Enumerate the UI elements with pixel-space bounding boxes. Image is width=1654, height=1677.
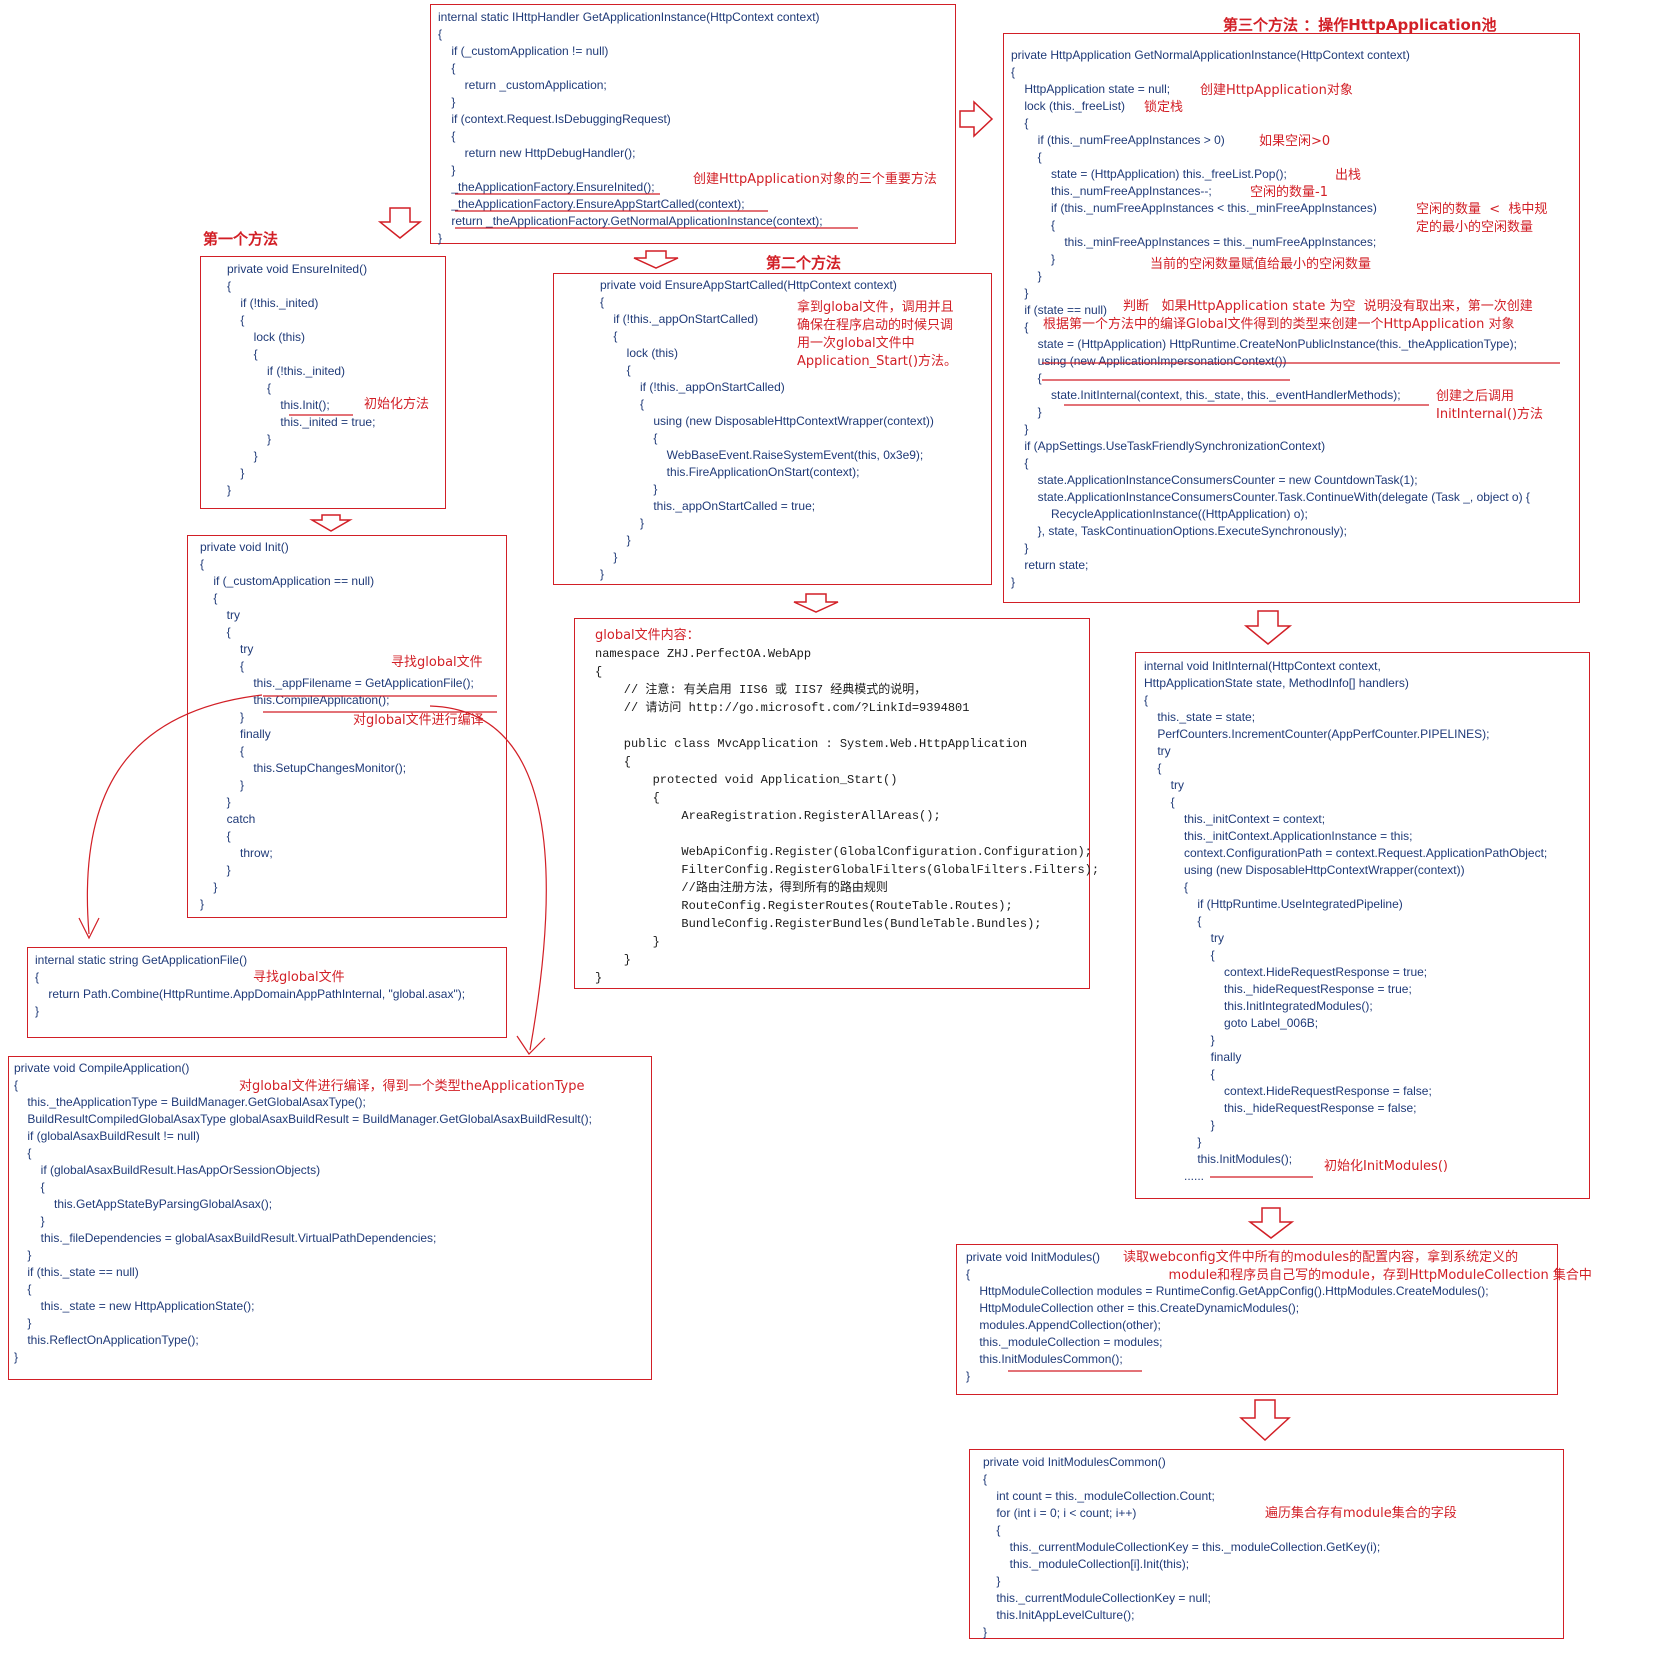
code-ensure-app-start-called: private void EnsureAppStartCalled(HttpCo…: [600, 278, 934, 581]
arrow-right-to-get-normal-instance: [959, 100, 994, 138]
arrow-down-to-ensure-inited: [377, 207, 423, 239]
code-ensure-inited: private void EnsureInited() { if (!this.…: [227, 262, 376, 497]
arrow-down-to-init-modules-common: [1239, 1399, 1291, 1442]
note-create-app: 创建HttpApplication对象: [1200, 83, 1353, 98]
block-compile-application: private void CompileApplication() { this…: [8, 1056, 652, 1380]
code-init-modules: private void InitModules() { HttpModuleC…: [966, 1250, 1489, 1383]
block-init-modules: private void InitModules() { HttpModuleC…: [956, 1244, 1592, 1395]
block-global-file-content: global文件内容： namespace ZHJ.PerfectOA.WebA…: [574, 618, 1099, 989]
note-assign-min: 当前的空闲数量赋值给最小的空闲数量: [1150, 257, 1372, 272]
note-decrement: 空闲的数量-1: [1250, 185, 1328, 200]
code-get-application-file: internal static string GetApplicationFil…: [35, 953, 466, 1018]
heading-first-method: 第一个方法: [203, 230, 279, 248]
arrow-down-to-init-modules: [1247, 1207, 1295, 1239]
code-get-normal-application-instance: private HttpApplication GetNormalApplica…: [1011, 48, 1530, 589]
note-judge-null: 判断 如果HttpApplication state 为空 说明没有取出来，第一…: [1123, 299, 1533, 314]
note-compile-global: 对global文件进行编译: [353, 713, 484, 728]
block-init-modules-common: private void InitModulesCommon() { int c…: [969, 1449, 1564, 1639]
note-create-by-type: 根据第一个方法中的编译Global文件得到的类型来创建一个HttpApplica…: [1043, 317, 1515, 332]
note-iterate-modules: 遍历集合存有module集合的字段: [1265, 1506, 1457, 1521]
arrow-down-to-init: [309, 514, 353, 532]
block-get-application-file: internal static string GetApplicationFil…: [27, 947, 507, 1038]
code-init-internal: internal void InitInternal(HttpContext c…: [1144, 659, 1548, 1183]
note-init-modules: 初始化InitModules(): [1324, 1159, 1448, 1174]
heading-third-method: 第三个方法 ：操作HttpApplication池: [1223, 16, 1497, 34]
heading-second-method: 第二个方法: [766, 254, 842, 272]
block-ensure-inited: private void EnsureInited() { if (!this.…: [200, 256, 446, 509]
arrow-down-to-global-content: [793, 593, 839, 613]
code-get-application-instance: internal static IHttpHandler GetApplicat…: [438, 10, 823, 245]
block-ensure-app-start-called: private void EnsureAppStartCalled(HttpCo…: [553, 273, 992, 585]
note-app-start: 拿到global文件，调用并且 确保在程序启动的时候只调 用一次global文件…: [797, 300, 958, 369]
note-call-init-internal: 创建之后调用 InitInternal()方法: [1436, 389, 1544, 422]
note-lock-stack: 锁定栈: [1144, 100, 1184, 115]
global-file-title: global文件内容：: [595, 628, 700, 643]
note-compare-min: 空闲的数量 < 栈中规 定的最小的空闲数量: [1416, 202, 1548, 235]
note-pop: 出栈: [1335, 168, 1362, 183]
note-read-webconfig: 读取webconfig文件中所有的modules的配置内容，拿到系统定义的 mo…: [1123, 1250, 1592, 1283]
note-find-global: 寻找global文件: [391, 655, 483, 670]
connector-arrowhead-compile-application: [516, 1035, 546, 1055]
block-init: private void Init() { if (_customApplica…: [187, 535, 507, 918]
arrow-down-to-init-internal: [1243, 610, 1293, 645]
note-compile-type: 对global文件进行编译，得到一个类型theApplicationType: [239, 1079, 585, 1094]
code-global-file: namespace ZHJ.PerfectOA.WebApp { // 注意: …: [595, 647, 1100, 985]
block-init-internal: internal void InitInternal(HttpContext c…: [1135, 652, 1590, 1199]
block-get-application-instance: internal static IHttpHandler GetApplicat…: [430, 4, 956, 245]
connector-arrowhead-get-application-file: [78, 917, 100, 940]
note-three-methods: 创建HttpApplication对象的三个重要方法: [693, 172, 937, 187]
code-init-modules-common: private void InitModulesCommon() { int c…: [983, 1455, 1381, 1639]
note-init-method: 初始化方法: [364, 397, 430, 412]
note-find-global-file: 寻找global文件: [253, 970, 345, 985]
block-get-normal-application-instance: private HttpApplication GetNormalApplica…: [1003, 33, 1580, 603]
code-compile-application: private void CompileApplication() { this…: [14, 1061, 592, 1364]
note-if-free: 如果空闲>0: [1259, 134, 1331, 149]
arrow-down-to-ensure-app-start: [633, 250, 679, 269]
